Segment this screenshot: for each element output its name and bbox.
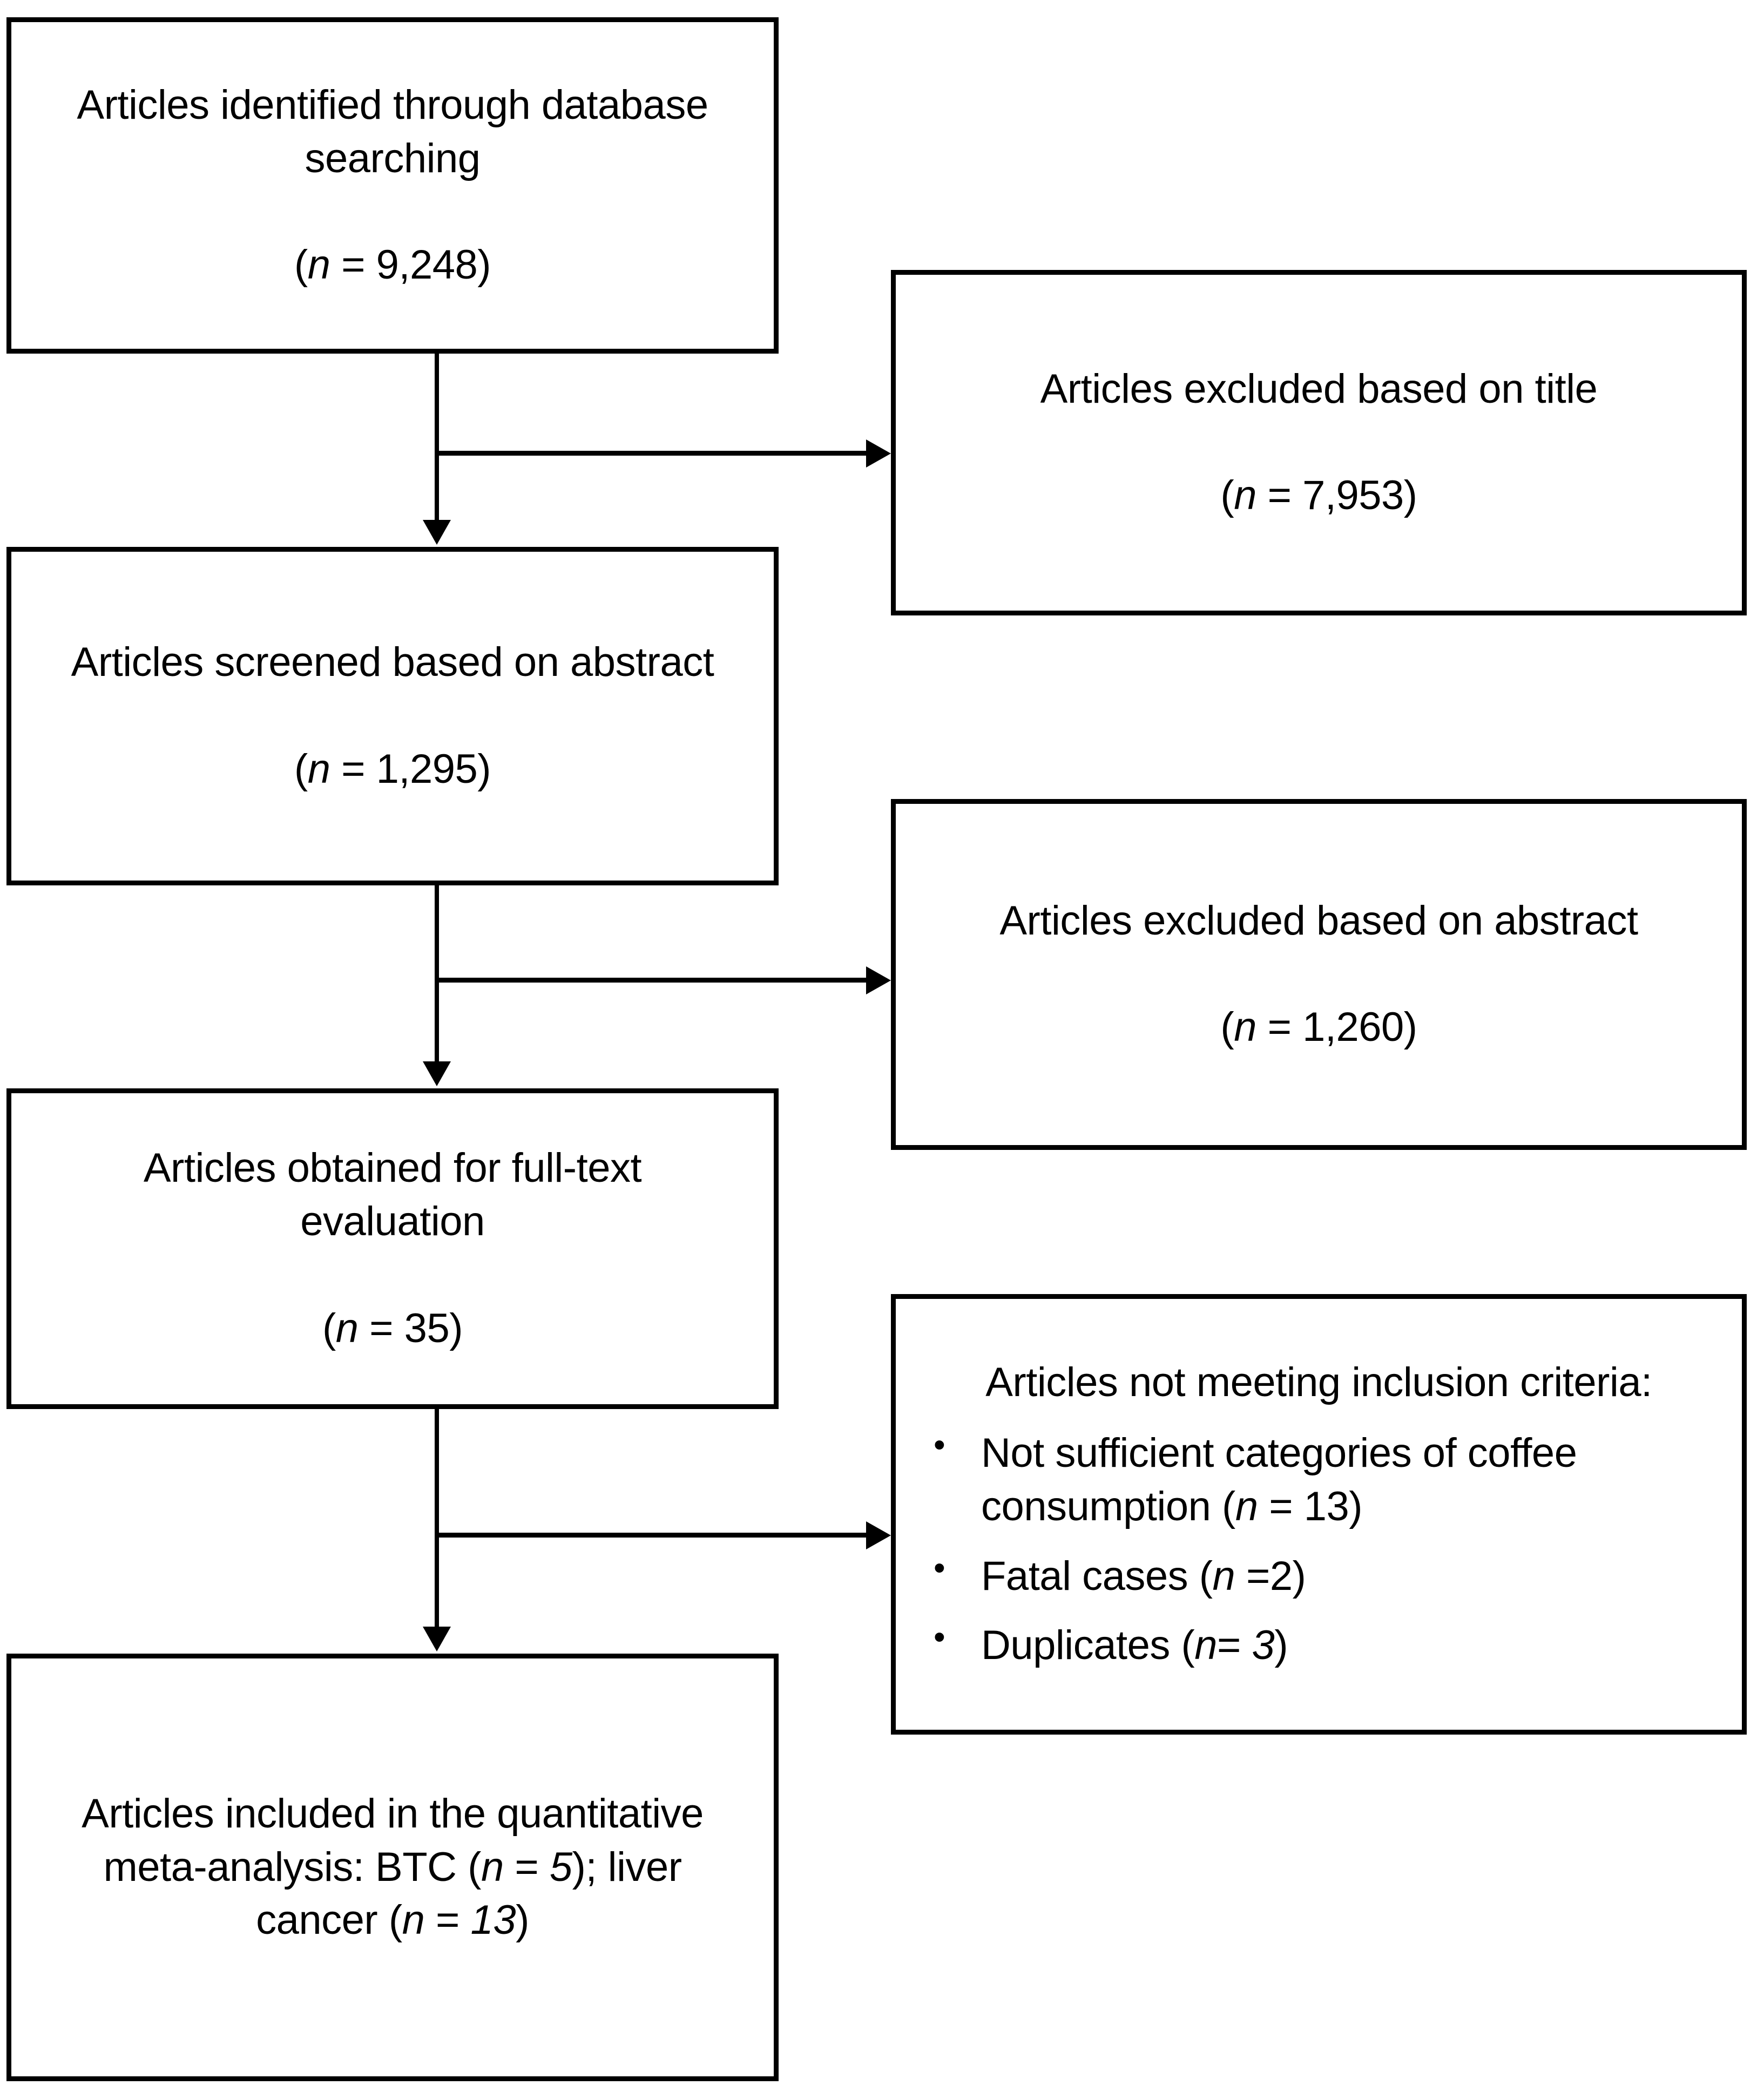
list-item-text: Duplicates (n= 3) — [981, 1622, 1288, 1669]
box-articles-screened-text: Articles screened based on abstract (n =… — [11, 636, 774, 796]
line-2-count: (n = 1,260) — [1220, 1004, 1417, 1051]
list-item: • Fatal cases (n =2) — [934, 1549, 1720, 1603]
line-3-count: (n = 9,248) — [294, 242, 491, 288]
line-2: searching — [305, 135, 481, 181]
box-excluded-title: Articles excluded based on title (n = 7,… — [891, 270, 1747, 615]
line-1: Articles included in the quantitative — [82, 1790, 704, 1837]
line-2-count: (n = 7,953) — [1220, 472, 1417, 519]
box-articles-fulltext: Articles obtained for full-text evaluati… — [6, 1088, 779, 1409]
box-excluded-abstract: Articles excluded based on abstract (n =… — [891, 799, 1747, 1150]
line-3: cancer (n = 13) — [256, 1897, 529, 1944]
line-1: Articles excluded based on title — [1040, 365, 1598, 412]
line-1: Articles excluded based on abstract — [999, 897, 1638, 944]
box-not-meeting-criteria-text: Articles not meeting inclusion criteria:… — [896, 1356, 1742, 1673]
line-3-count: (n = 35) — [322, 1305, 463, 1351]
bullet-icon: • — [934, 1619, 945, 1656]
criteria-list: • Not sufficient categories of coffee co… — [917, 1426, 1720, 1673]
list-item-text: Fatal cases (n =2) — [981, 1553, 1306, 1599]
connector-fulltext-to-criteria — [437, 1533, 867, 1538]
arrow-right-identified-to-excluded-title — [866, 439, 891, 468]
box-articles-screened: Articles screened based on abstract (n =… — [6, 547, 779, 885]
list-item: • Duplicates (n= 3) — [934, 1619, 1720, 1673]
box-articles-included: Articles included in the quantitative me… — [6, 1654, 779, 2081]
connector-fulltext-to-included — [435, 1409, 439, 1629]
arrow-down-fulltext-to-included — [423, 1627, 451, 1651]
box-articles-identified: Articles identified through database sea… — [6, 17, 779, 354]
list-item-text: Not sufficient categories of coffee cons… — [981, 1430, 1577, 1529]
box-articles-fulltext-text: Articles obtained for full-text evaluati… — [11, 1142, 774, 1355]
arrow-down-screened-to-fulltext — [423, 1061, 451, 1086]
arrow-right-screened-to-excluded-abstract — [866, 966, 891, 994]
line-2: meta-analysis: BTC (n = 5); liver — [103, 1844, 682, 1890]
bullet-icon: • — [934, 1426, 945, 1464]
box-articles-included-text: Articles included in the quantitative me… — [11, 1787, 774, 1947]
box-articles-identified-text: Articles identified through database sea… — [11, 79, 774, 292]
bullet-icon: • — [934, 1549, 945, 1587]
arrow-right-fulltext-to-criteria — [866, 1521, 891, 1549]
box-not-meeting-criteria: Articles not meeting inclusion criteria:… — [891, 1294, 1747, 1735]
line-2-count: (n = 1,295) — [294, 746, 491, 792]
line-1: Articles screened based on abstract — [71, 639, 714, 686]
line-2: evaluation — [300, 1199, 485, 1245]
arrow-down-identified-to-screened — [423, 520, 451, 545]
box-excluded-abstract-text: Articles excluded based on abstract (n =… — [896, 895, 1742, 1054]
connector-identified-to-excluded-title — [437, 451, 867, 456]
connector-identified-to-screened — [435, 354, 439, 522]
line-1: Articles identified through database — [77, 82, 708, 128]
box-excluded-title-text: Articles excluded based on title (n = 7,… — [896, 363, 1742, 523]
criteria-heading: Articles not meeting inclusion criteria: — [985, 1359, 1652, 1405]
connector-screened-to-excluded-abstract — [437, 978, 867, 983]
list-item: • Not sufficient categories of coffee co… — [934, 1426, 1720, 1534]
connector-screened-to-fulltext — [435, 885, 439, 1064]
line-1: Articles obtained for full-text — [143, 1145, 642, 1191]
